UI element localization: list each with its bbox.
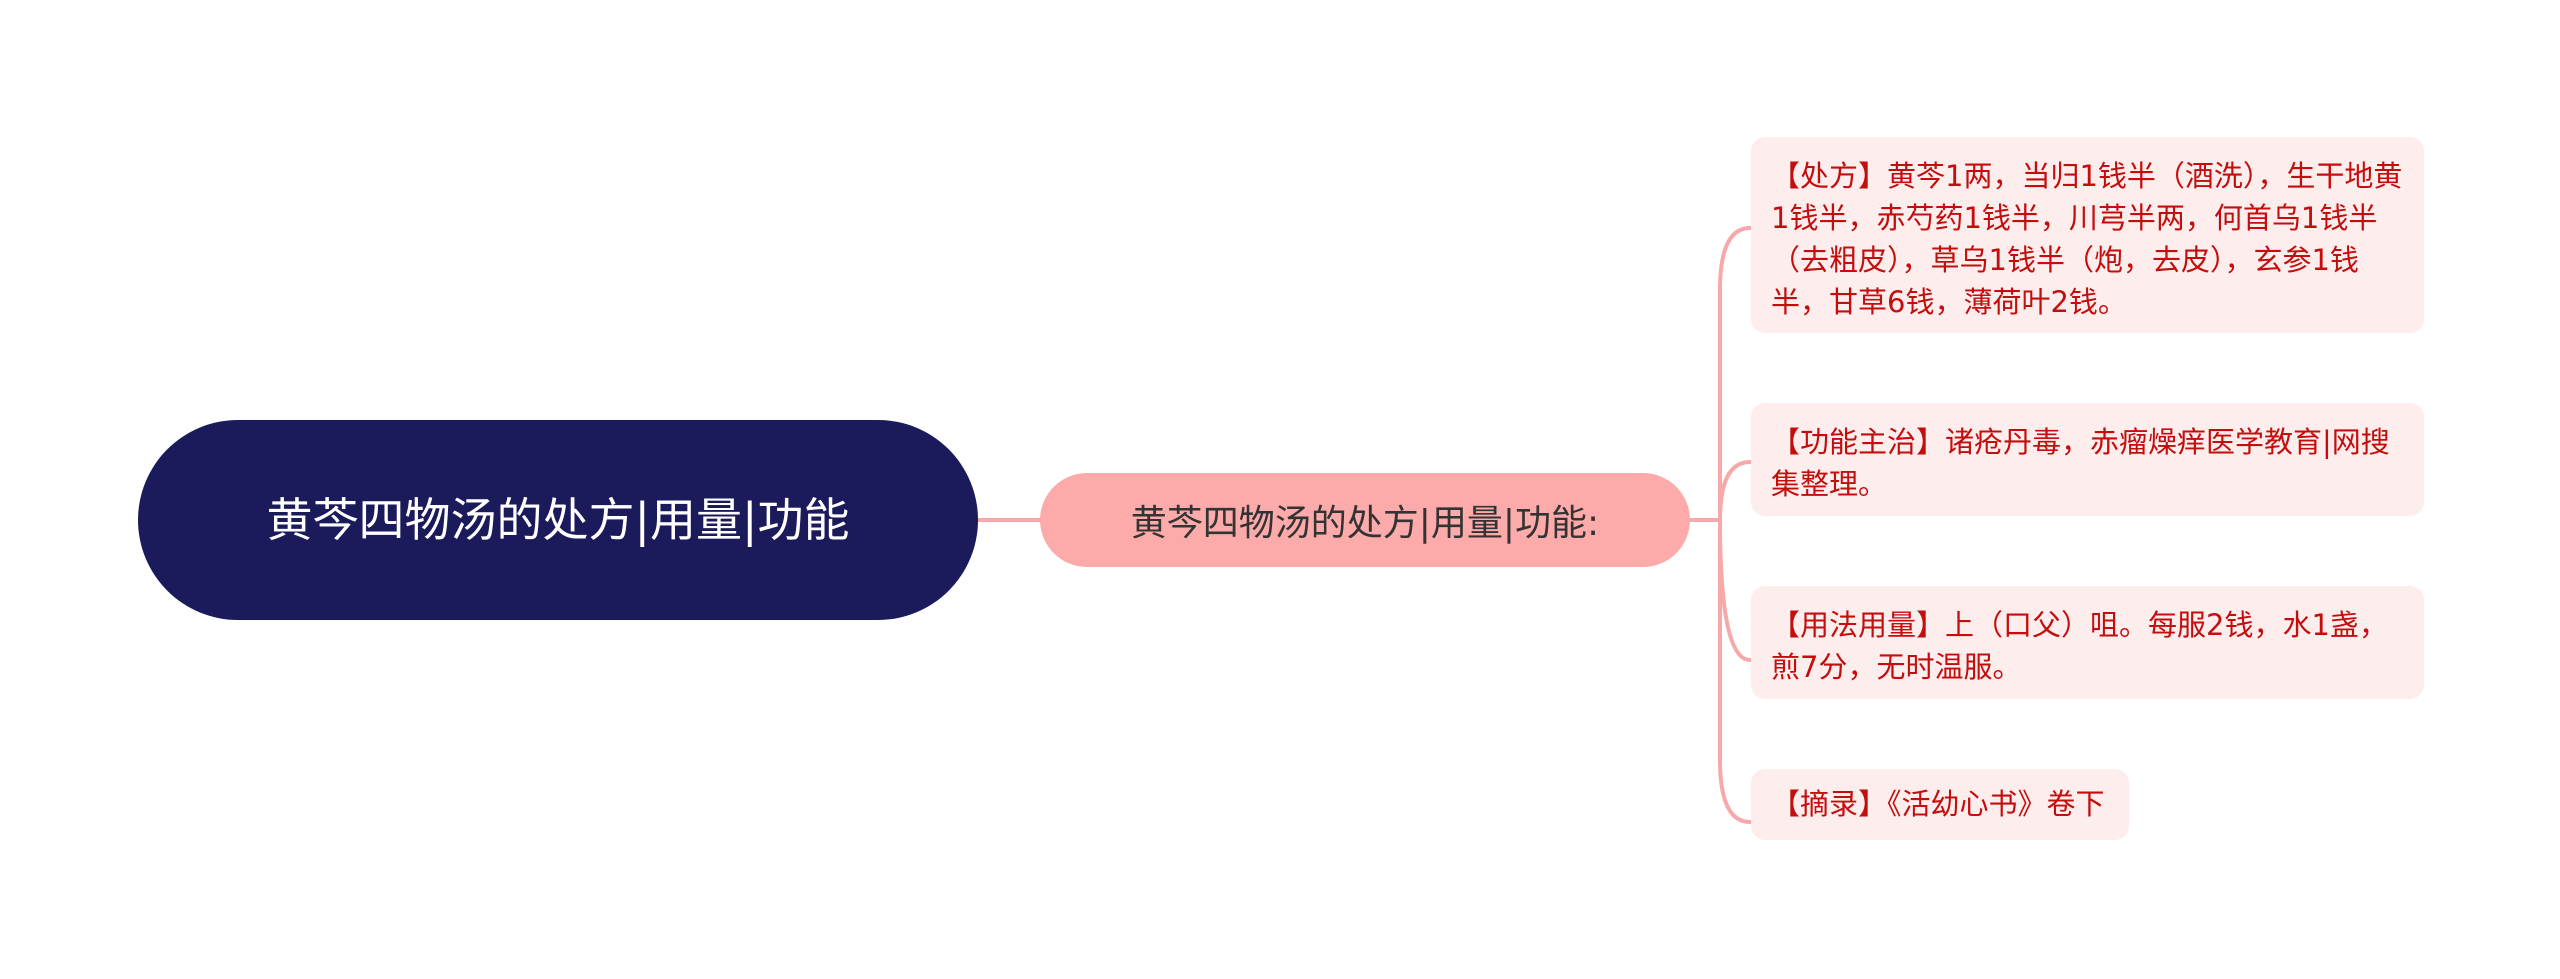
leaf-label: 【摘录】《活幼心书》卷下 [1771,787,2105,821]
leaf-1-connector [1718,226,1752,522]
leaf-node-dosage[interactable]: 【用法用量】上（口父）咀。每服2钱，水1盏，煎7分，无时温服。 [1751,586,2424,699]
branch-node[interactable]: 黄芩四物汤的处方|用量|功能: [1040,473,1690,567]
leaf-node-prescription[interactable]: 【处方】黄芩1两，当归1钱半（酒洗），生干地黄1钱半，赤芍药1钱半，川芎半两，何… [1751,137,2424,333]
leaf-label: 【功能主治】诸疮丹毒，赤瘤燥痒医学教育|网搜集整理。 [1771,425,2390,501]
leaf-node-indications[interactable]: 【功能主治】诸疮丹毒，赤瘤燥痒医学教育|网搜集整理。 [1751,403,2424,516]
root-node[interactable]: 黄芩四物汤的处方|用量|功能 [138,420,978,620]
leaf-label: 【用法用量】上（口父）咀。每服2钱，水1盏，煎7分，无时温服。 [1771,608,2388,684]
root-node-label: 黄芩四物汤的处方|用量|功能 [266,493,850,547]
leaf-node-source[interactable]: 【摘录】《活幼心书》卷下 [1751,769,2129,840]
leaf-2-connector [1718,460,1752,522]
leaf-4-connector [1718,518,1752,824]
branch-node-label: 黄芩四物汤的处方|用量|功能: [1130,503,1600,544]
leaf-label: 【处方】黄芩1两，当归1钱半（酒洗），生干地黄1钱半，赤芍药1钱半，川芎半两，何… [1771,159,2403,319]
leaf-3-connector [1718,518,1752,662]
